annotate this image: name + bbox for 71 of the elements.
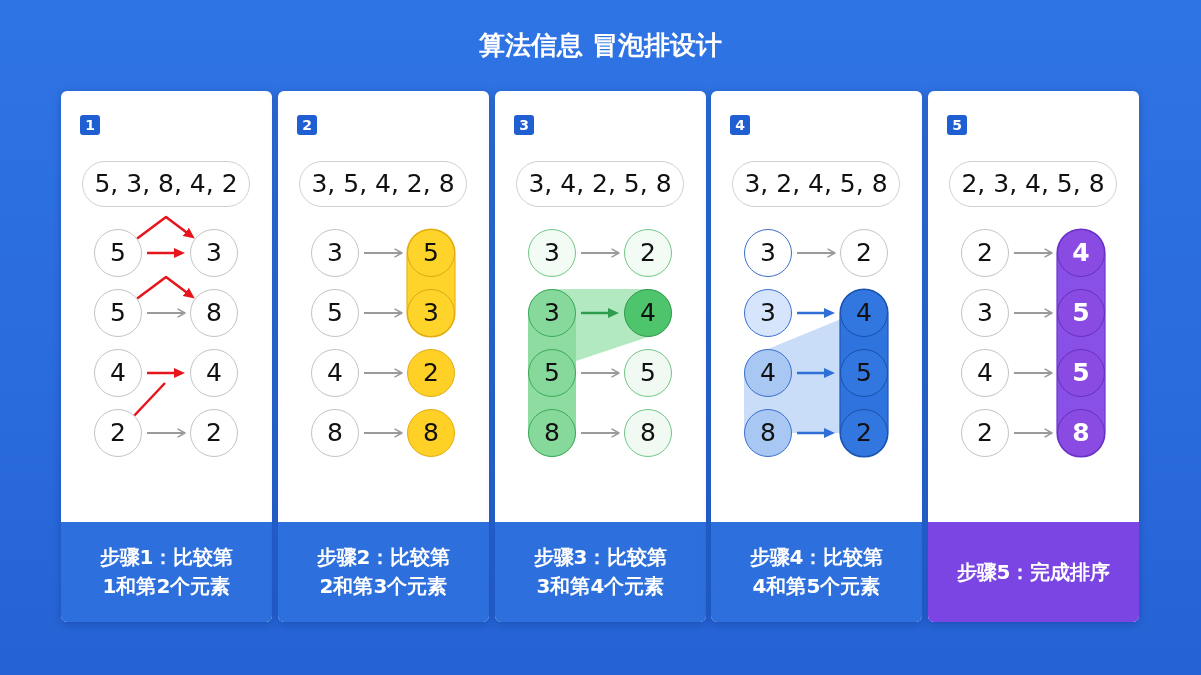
arrow bbox=[1013, 428, 1053, 438]
sequence-pill: 2, 3, 4, 5, 8 bbox=[949, 161, 1117, 207]
step-caption-band: 步骤5：完成排序 bbox=[928, 522, 1139, 622]
arrow bbox=[146, 428, 186, 438]
step-badge: 4 bbox=[730, 115, 750, 135]
arrow bbox=[1013, 368, 1053, 378]
arrow bbox=[1013, 248, 1053, 258]
arrow bbox=[147, 247, 185, 259]
arrow bbox=[147, 367, 185, 379]
arrow bbox=[363, 368, 403, 378]
step-caption-band: 步骤3：比较第3和第4个元素 bbox=[495, 522, 706, 622]
number-circle: 3 bbox=[528, 229, 576, 277]
step-caption-band: 步骤4：比较第4和第5个元素 bbox=[711, 522, 922, 622]
number-circle: 3 bbox=[744, 229, 792, 277]
number-circle: 2 bbox=[407, 349, 455, 397]
number-circle: 3 bbox=[311, 229, 359, 277]
step-card bbox=[278, 91, 489, 622]
arrow bbox=[363, 308, 403, 318]
arrow bbox=[363, 248, 403, 258]
step-caption-band: 步骤2：比较第2和第3个元素 bbox=[278, 522, 489, 622]
sequence-pill: 3, 5, 4, 2, 8 bbox=[299, 161, 467, 207]
number-circle: 4 bbox=[840, 289, 888, 337]
number-circle: 5 bbox=[311, 289, 359, 337]
number-circle: 2 bbox=[190, 409, 238, 457]
step-badge: 2 bbox=[297, 115, 317, 135]
step-badge: 1 bbox=[80, 115, 100, 135]
number-circle: 5 bbox=[94, 229, 142, 277]
sequence-pill: 5, 3, 8, 4, 2 bbox=[82, 161, 250, 207]
arrow bbox=[797, 427, 835, 439]
number-circle: 4 bbox=[311, 349, 359, 397]
number-circle: 4 bbox=[190, 349, 238, 397]
number-circle: 5 bbox=[94, 289, 142, 337]
arrow bbox=[580, 248, 620, 258]
number-circle: 4 bbox=[1057, 229, 1105, 277]
number-circle: 2 bbox=[94, 409, 142, 457]
arrow bbox=[136, 215, 195, 240]
arrow bbox=[136, 275, 195, 300]
arrow bbox=[1013, 308, 1053, 318]
sequence-pill: 3, 4, 2, 5, 8 bbox=[516, 161, 684, 207]
arrow bbox=[580, 368, 620, 378]
arrow bbox=[146, 308, 186, 318]
arrow bbox=[797, 307, 835, 319]
number-circle: 2 bbox=[840, 229, 888, 277]
step-card bbox=[928, 91, 1139, 622]
number-circle: 8 bbox=[190, 289, 238, 337]
sequence-pill: 3, 2, 4, 5, 8 bbox=[732, 161, 900, 207]
arrow bbox=[797, 367, 835, 379]
arrow bbox=[363, 428, 403, 438]
step-badge: 3 bbox=[514, 115, 534, 135]
number-circle: 5 bbox=[624, 349, 672, 397]
step-card bbox=[495, 91, 706, 622]
step-card bbox=[61, 91, 272, 622]
title: 算法信息 冒泡排设计 bbox=[478, 29, 723, 62]
step-caption-band: 步骤1：比较第1和第2个元素 bbox=[61, 522, 272, 622]
number-circle: 4 bbox=[94, 349, 142, 397]
number-circle: 4 bbox=[961, 349, 1009, 397]
arrow bbox=[581, 307, 619, 319]
number-circle: 3 bbox=[961, 289, 1009, 337]
number-circle: 8 bbox=[311, 409, 359, 457]
step-badge: 5 bbox=[947, 115, 967, 135]
number-circle: 2 bbox=[624, 229, 672, 277]
number-circle: 3 bbox=[190, 229, 238, 277]
step-card bbox=[711, 91, 922, 622]
number-circle: 2 bbox=[961, 409, 1009, 457]
number-circle: 2 bbox=[961, 229, 1009, 277]
number-circle: 3 bbox=[744, 289, 792, 337]
number-circle: 8 bbox=[407, 409, 455, 457]
connector-line bbox=[133, 382, 166, 417]
number-circle: 8 bbox=[624, 409, 672, 457]
arrow bbox=[796, 248, 836, 258]
arrow bbox=[580, 428, 620, 438]
